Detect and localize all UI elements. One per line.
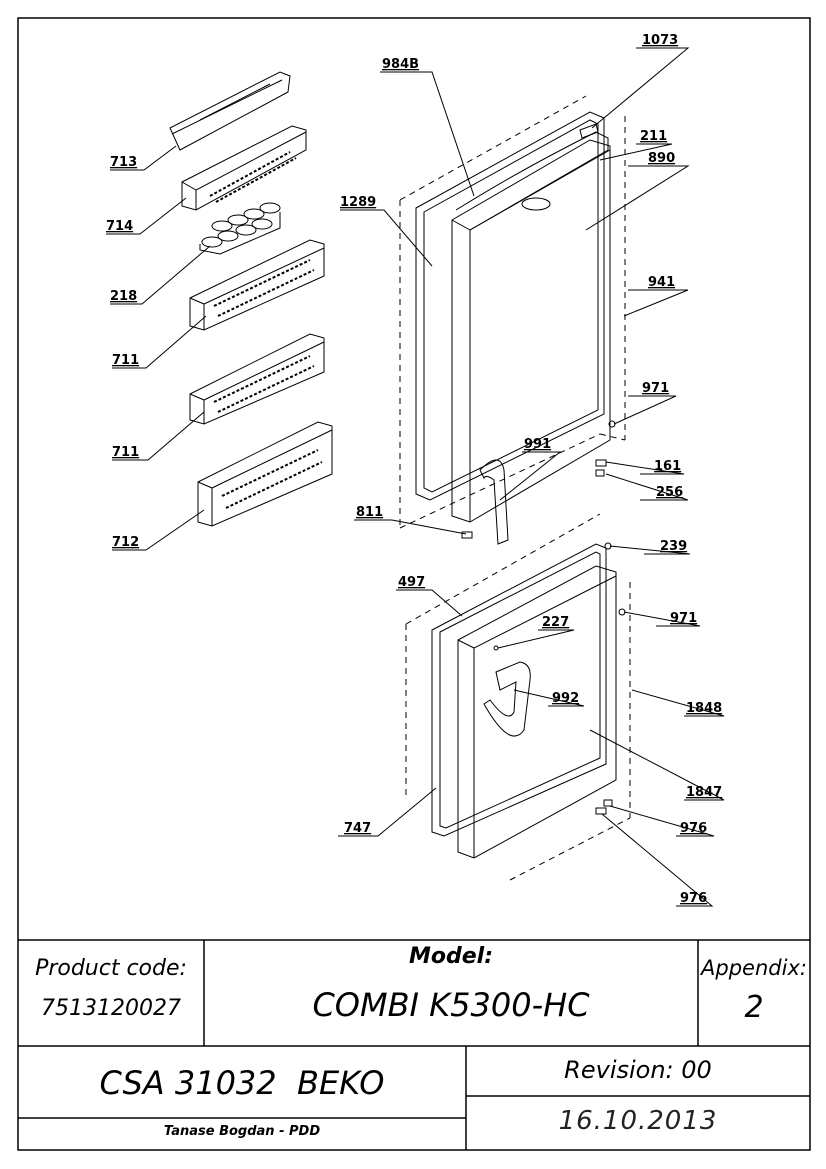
part-714-door-shelf <box>181 125 307 211</box>
callout-971-lower: 971 <box>670 611 697 626</box>
sheet-border <box>17 17 811 1151</box>
leader-lines <box>106 47 725 907</box>
callout-1847: 1847 <box>686 785 722 800</box>
date: 16.10.2013 <box>558 1106 718 1136</box>
title-block-grid <box>18 939 810 1150</box>
callout-890: 890 <box>648 151 675 166</box>
upper-door-assembly <box>399 95 626 545</box>
callout-labels: 713 714 218 711 711 712 984B 1073 211 89… <box>106 33 722 906</box>
product-code-label: Product code: <box>35 956 187 981</box>
part-713-shelf-cover <box>169 71 291 151</box>
callout-976-lower: 976 <box>680 891 707 906</box>
model-label: Model: <box>408 944 493 969</box>
lower-door-assembly <box>405 513 631 881</box>
callout-971-upper: 971 <box>642 381 669 396</box>
drawing-id: CSA 31032 BEKO <box>99 1064 385 1102</box>
callout-747: 747 <box>344 821 371 836</box>
part-711-door-shelf-upper <box>189 239 325 331</box>
callout-211: 211 <box>640 129 667 144</box>
revision: Revision: 00 <box>564 1056 712 1084</box>
callout-713: 713 <box>110 155 137 170</box>
callout-712: 712 <box>112 535 139 550</box>
author: Tanase Bogdan - PDD <box>163 1124 321 1139</box>
model-value: COMBI K5300-HC <box>312 986 590 1024</box>
callout-161: 161 <box>654 459 681 474</box>
appendix-label: Appendix: <box>701 956 807 980</box>
callout-984B: 984B <box>382 57 419 72</box>
part-712-bottle-shelf <box>197 421 333 527</box>
part-218-egg-tray <box>199 202 281 255</box>
product-code-value: 7513120027 <box>41 996 181 1021</box>
callout-497: 497 <box>398 575 425 590</box>
part-711-door-shelf-lower <box>189 333 325 425</box>
callout-1289: 1289 <box>340 195 376 210</box>
callout-1848: 1848 <box>686 701 722 716</box>
appendix-value: 2 <box>744 990 764 1025</box>
callout-991: 991 <box>524 437 551 452</box>
callout-1073: 1073 <box>642 33 678 48</box>
callout-239: 239 <box>660 539 687 554</box>
callout-976-upper: 976 <box>680 821 707 836</box>
callout-227: 227 <box>542 615 569 630</box>
callout-711-lower: 711 <box>112 445 139 460</box>
callout-941: 941 <box>648 275 675 290</box>
callout-256: 256 <box>656 485 683 500</box>
callout-711-upper: 711 <box>112 353 139 368</box>
callout-811: 811 <box>356 505 383 520</box>
callout-992: 992 <box>552 691 579 706</box>
callout-218: 218 <box>110 289 137 304</box>
callout-714: 714 <box>106 219 133 234</box>
